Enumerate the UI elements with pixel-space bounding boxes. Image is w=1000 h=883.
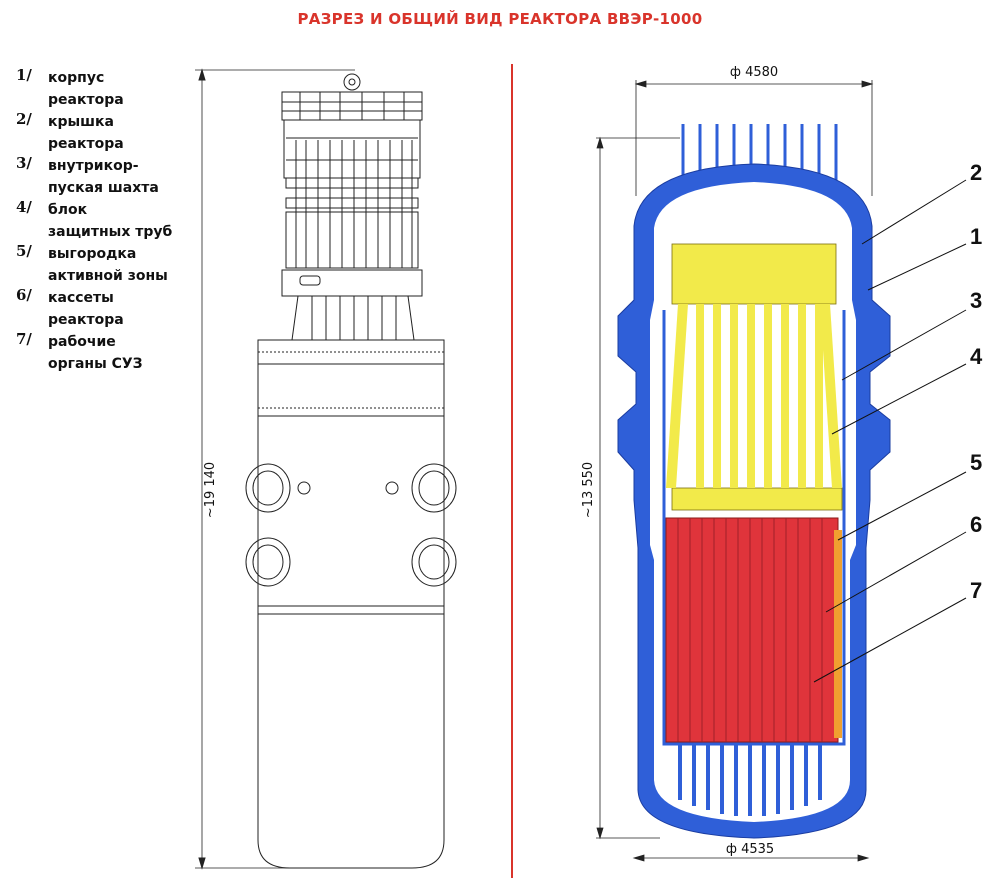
legend-line: корпус	[48, 70, 105, 86]
callout-5: 5	[970, 450, 982, 475]
legend-line: рабочие	[48, 334, 116, 350]
legend: 1/ корпус реактора 2/ крышка реактора 3/…	[14, 66, 214, 374]
reactor-core	[665, 517, 842, 743]
legend-line: блок	[48, 202, 88, 218]
legend-number: 5/	[16, 242, 32, 260]
total-height-label: ~19 140	[203, 462, 218, 518]
legend-line: крышка	[48, 114, 115, 130]
legend-item: 2/ крышка реактора	[14, 110, 214, 154]
protective-tube-block	[666, 243, 843, 511]
legend-number: 1/	[16, 66, 32, 84]
legend-number: 6/	[16, 286, 32, 304]
legend-item: 6/ кассеты реактора	[14, 286, 214, 330]
top-diameter-label: ф 4580	[730, 65, 778, 80]
legend-text: внутрикор- пуская шахта	[48, 155, 159, 199]
legend-item: 1/ корпус реактора	[14, 66, 214, 110]
legend-line: внутрикор-	[48, 158, 139, 174]
legend-line: реактора	[48, 136, 124, 152]
legend-item: 7/ рабочие органы СУЗ	[14, 330, 214, 374]
legend-text: рабочие органы СУЗ	[48, 331, 143, 375]
legend-text: кассеты реактора	[48, 287, 124, 331]
diagram-title: РАЗРЕЗ И ОБЩИЙ ВИД РЕАКТОРА ВВЭР-1000	[297, 10, 703, 28]
callout-3: 3	[970, 288, 982, 313]
legend-item: 4/ блок защитных труб	[14, 198, 214, 242]
callout-6: 6	[970, 512, 982, 537]
support-columns	[678, 744, 822, 816]
legend-number: 4/	[16, 198, 32, 216]
general-view	[195, 68, 457, 870]
legend-number: 2/	[16, 110, 32, 128]
legend-text: корпус реактора	[48, 67, 124, 111]
legend-item: 3/ внутрикор- пуская шахта	[14, 154, 214, 198]
legend-text: крышка реактора	[48, 111, 124, 155]
legend-line: органы СУЗ	[48, 356, 143, 372]
section-view	[596, 80, 967, 862]
legend-number: 7/	[16, 330, 32, 348]
legend-number: 3/	[16, 154, 32, 172]
legend-line: реактора	[48, 312, 124, 328]
callout-leaders	[813, 179, 967, 683]
legend-line: защитных труб	[48, 224, 173, 240]
legend-text: блок защитных труб	[48, 199, 172, 243]
callout-2: 2	[970, 160, 982, 185]
callout-7: 7	[970, 578, 982, 603]
inner-shaft	[662, 310, 846, 746]
legend-line: пуская шахта	[48, 180, 159, 196]
callout-1: 1	[970, 224, 982, 249]
legend-text: выгородка активной зоны	[48, 243, 168, 287]
legend-item: 5/ выгородка активной зоны	[14, 242, 214, 286]
core-height-label: ~13 550	[581, 462, 596, 518]
vessel-nozzles	[245, 463, 457, 587]
upper-unit	[281, 73, 423, 341]
bottom-diameter-label: ф 4535	[726, 842, 774, 857]
vessel-body	[257, 363, 445, 869]
legend-line: активной зоны	[48, 268, 168, 284]
legend-line: кассеты	[48, 290, 114, 306]
legend-line: реактора	[48, 92, 124, 108]
callout-4: 4	[970, 344, 983, 369]
legend-line: выгородка	[48, 246, 137, 262]
